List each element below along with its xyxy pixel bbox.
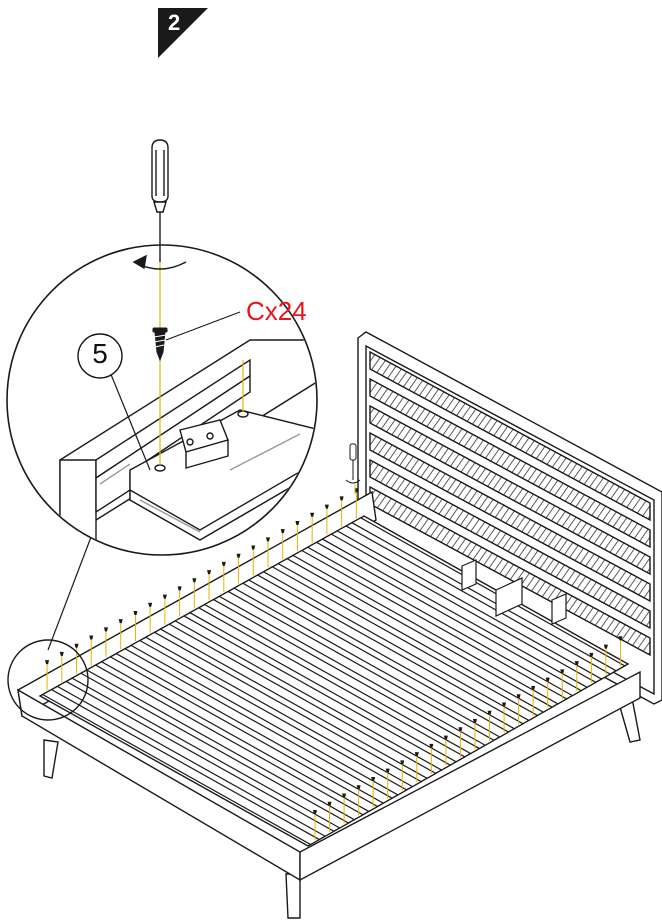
screw-marker-icon [327, 801, 332, 806]
screw-marker-icon [502, 702, 507, 707]
screw-marker-icon [458, 727, 463, 732]
bed-slat [203, 598, 481, 755]
screwdriver-icon [151, 139, 169, 262]
callout-leader [109, 371, 151, 471]
screwdriver-small-icon [345, 443, 361, 494]
bed-slat [232, 582, 510, 738]
screw-marker-icon [103, 627, 108, 632]
bed-slat [247, 574, 525, 730]
screw-marker-icon [339, 496, 344, 501]
screw-marker-icon [236, 553, 241, 558]
screw-marker-icon [618, 636, 623, 641]
screw-marker-icon [356, 785, 361, 790]
screw-marker-icon [312, 810, 317, 815]
screw-marker-icon [324, 504, 329, 509]
screw-marker-icon [177, 586, 182, 591]
bed-slat [115, 648, 394, 804]
screw-marker-icon [310, 512, 315, 517]
screw-icon [152, 327, 168, 362]
bed-slat [321, 533, 597, 689]
bed-leg-front-left [43, 739, 59, 779]
screw-marker-icon [221, 561, 226, 566]
bed-slat [218, 590, 496, 746]
screw-marker-icon [574, 661, 579, 666]
step-badge-shape [158, 8, 208, 58]
screw-marker-icon [207, 570, 212, 575]
screw-marker-icon [560, 669, 565, 674]
screw-marker-icon [400, 760, 405, 765]
screw-marker-icon [385, 768, 390, 773]
screw-marker-icon [162, 594, 167, 599]
callout-bubble [77, 333, 123, 379]
bed-slat [70, 672, 350, 829]
step-number: 2 [168, 10, 181, 35]
bed-slat [262, 566, 539, 722]
screw-marker-icon [531, 685, 536, 690]
bed-slat [188, 607, 467, 763]
screw-marker-icon [545, 677, 550, 682]
part-label-leader [165, 311, 241, 341]
screw-marker-icon [295, 520, 300, 525]
center-support [461, 559, 567, 625]
screw-marker-icon [443, 735, 448, 740]
screw-marker-icon [342, 793, 347, 798]
screw-marker-icon [371, 776, 376, 781]
bed-slat [41, 688, 321, 846]
bed-slat [85, 664, 365, 821]
bed-slat [144, 631, 423, 788]
screw-markers [45, 488, 623, 841]
bed-frame [17, 490, 641, 919]
detail-target-circle [7, 639, 89, 721]
screw-marker-icon [603, 644, 608, 649]
screw-marker-icon [59, 651, 64, 656]
screw-marker-icon [472, 719, 477, 724]
screw-marker-icon [251, 545, 256, 550]
hardware-label: Cx24 [246, 296, 307, 326]
bed-rail-right [299, 670, 641, 882]
screw-marker-icon [133, 610, 138, 615]
screw-marker-icon [429, 743, 434, 748]
screw-marker-icon [45, 660, 50, 665]
screw-marker-icon [280, 529, 285, 534]
bed-slat [173, 615, 452, 771]
detail-magnifier [6, 244, 318, 721]
rotate-clockwise-arrow-icon [132, 254, 187, 270]
bed-slat [100, 656, 379, 813]
screw-marker-icon [516, 694, 521, 699]
screw-marker-icon [74, 643, 79, 648]
screw-marker-icon [148, 602, 153, 607]
bed-slats [41, 517, 627, 846]
screw-marker-icon [589, 652, 594, 657]
bed-slat [306, 541, 583, 697]
screw-marker-icon [265, 537, 270, 542]
bed-leg-front [285, 873, 301, 919]
bed-slat [350, 517, 627, 672]
screw-marker-icon [414, 752, 419, 757]
bed-slat [335, 525, 612, 680]
bed-slat [56, 680, 336, 837]
bed-slat [277, 558, 554, 713]
screw-marker-icon [192, 578, 197, 583]
bed-slat [159, 623, 437, 780]
headboard-panels [369, 350, 651, 657]
screw-marker-icon [118, 619, 123, 624]
bed-slat [129, 639, 408, 796]
bed-slat [291, 549, 568, 705]
headboard [357, 331, 662, 705]
callout-part-number: 5 [92, 338, 108, 369]
screw-marker-icon [487, 710, 492, 715]
screw-marker-icon [89, 635, 94, 640]
